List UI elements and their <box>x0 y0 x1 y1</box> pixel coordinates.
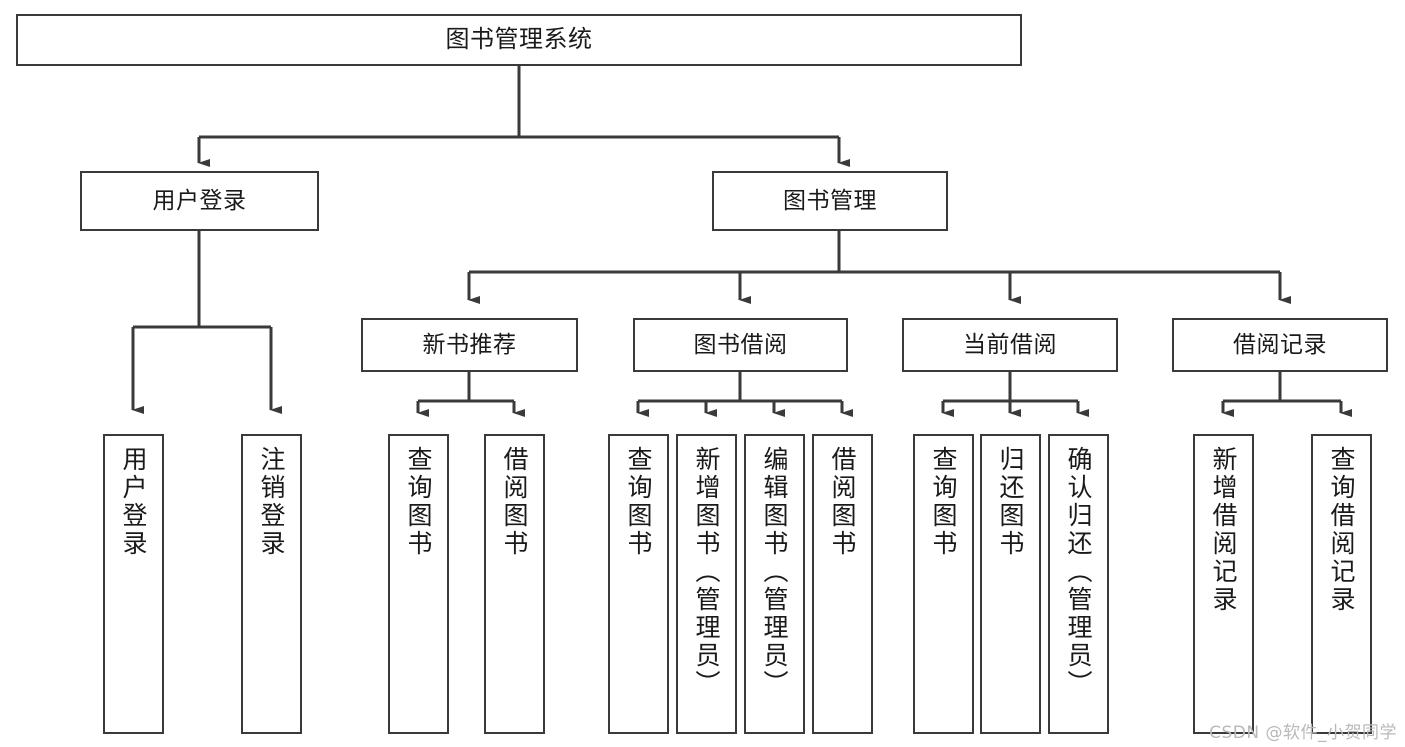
node-label: 当前借阅 <box>963 331 1057 358</box>
node-book-borrow[interactable]: 图书借阅 <box>633 318 848 372</box>
node-book-management[interactable]: 图书管理 <box>712 171 948 231</box>
leaf-record-add-record[interactable]: 新增借阅记录 <box>1193 434 1254 734</box>
node-label: 借阅记录 <box>1233 331 1327 358</box>
node-label: 新增图书（管理员） <box>692 446 721 698</box>
leaf-new-book-borrow[interactable]: 借阅图书 <box>484 434 545 734</box>
leaf-current-query-book[interactable]: 查询图书 <box>913 434 974 734</box>
node-label: 新书推荐 <box>422 331 517 358</box>
leaf-borrow-add-book-admin[interactable]: 新增图书（管理员） <box>676 434 737 734</box>
leaf-new-book-query[interactable]: 查询图书 <box>388 434 449 734</box>
leaf-current-confirm-return-admin[interactable]: 确认归还（管理员） <box>1048 434 1109 734</box>
leaf-record-query-record[interactable]: 查询借阅记录 <box>1311 434 1372 734</box>
leaf-borrow-borrow-book[interactable]: 借阅图书 <box>812 434 873 734</box>
node-label: 查询图书 <box>624 446 653 558</box>
leaf-user-login-logout[interactable]: 注销登录 <box>241 434 302 734</box>
node-label: 新增借阅记录 <box>1209 446 1238 614</box>
watermark: CSDN @软件_小贺同学 <box>1209 723 1397 743</box>
node-label: 查询图书 <box>929 446 958 558</box>
node-root-book-management-system[interactable]: 图书管理系统 <box>16 14 1022 66</box>
node-label: 图书借阅 <box>693 331 788 358</box>
node-label: 查询图书 <box>404 446 433 558</box>
node-label: 查询借阅记录 <box>1327 446 1356 614</box>
node-label: 编辑图书（管理员） <box>760 446 789 698</box>
node-label: 借阅图书 <box>828 446 857 558</box>
node-new-book-recommend[interactable]: 新书推荐 <box>361 318 578 372</box>
node-label: 确认归还（管理员） <box>1064 446 1093 698</box>
leaf-borrow-query-book[interactable]: 查询图书 <box>608 434 669 734</box>
node-label: 归还图书 <box>996 446 1025 558</box>
node-label: 注销登录 <box>257 446 286 558</box>
node-label: 图书管理系统 <box>445 25 593 54</box>
leaf-borrow-edit-book-admin[interactable]: 编辑图书（管理员） <box>744 434 805 734</box>
leaf-current-return-book[interactable]: 归还图书 <box>980 434 1041 734</box>
node-label: 图书管理 <box>783 187 877 214</box>
node-label: 借阅图书 <box>500 446 529 558</box>
node-current-borrow[interactable]: 当前借阅 <box>902 318 1118 372</box>
leaf-user-login-login[interactable]: 用户登录 <box>103 434 164 734</box>
node-label: 用户登录 <box>152 187 247 214</box>
node-borrow-record[interactable]: 借阅记录 <box>1172 318 1388 372</box>
node-user-login[interactable]: 用户登录 <box>80 171 319 231</box>
node-label: 用户登录 <box>119 446 148 558</box>
